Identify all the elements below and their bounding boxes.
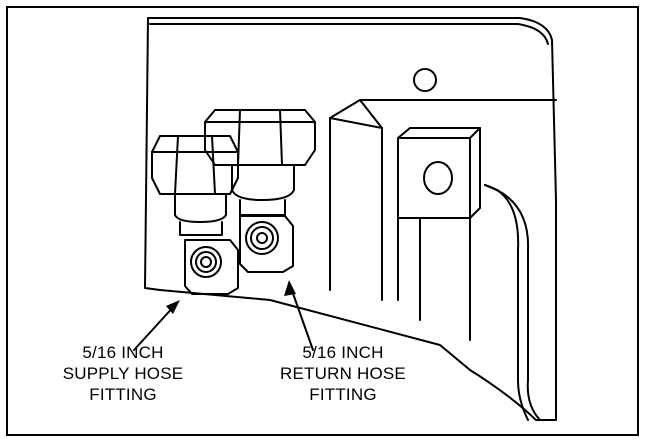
supply-arrowhead [166, 300, 180, 314]
housing-outline [144, 17, 557, 421]
hose [484, 184, 541, 421]
hex-nut-front [204, 109, 316, 166]
return-callout-line-2: RETURN HOSE [280, 364, 406, 383]
return-elbow [239, 215, 294, 273]
return-arrowhead [284, 280, 296, 296]
supply-fitting-body [174, 193, 227, 223]
return-callout-line-1: 5/16 INCH [302, 343, 384, 362]
return-fitting-body [231, 164, 295, 201]
supply-leader [133, 303, 177, 351]
bracket-panel [329, 99, 557, 119]
clamp-bolt [423, 161, 453, 195]
return-leader [289, 284, 314, 351]
clamp-block [397, 137, 471, 219]
supply-callout-line-1: 5/16 INCH [82, 343, 164, 362]
figure-frame [6, 6, 639, 436]
housing-top-edge [149, 23, 549, 45]
supply-hose-callout: 5/16 INCH SUPPLY HOSE FITTING [38, 342, 208, 405]
supply-callout-line-2: SUPPLY HOSE [62, 364, 184, 383]
return-hose-callout: 5/16 INCH RETURN HOSE FITTING [258, 342, 428, 405]
supply-elbow [184, 239, 239, 295]
supply-callout-line-3: FITTING [89, 385, 157, 404]
hex-nut-rear [151, 135, 239, 195]
mounting-hole [413, 68, 437, 92]
return-callout-line-3: FITTING [309, 385, 377, 404]
